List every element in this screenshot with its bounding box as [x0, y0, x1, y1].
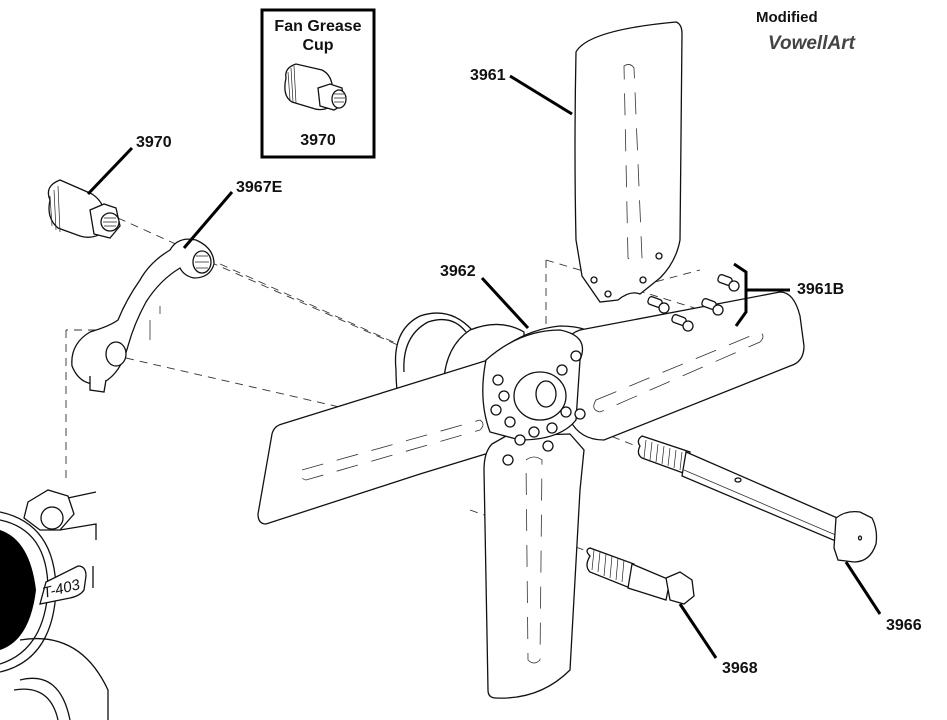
fan-blade-right	[559, 291, 805, 441]
callout-3968: 3968	[722, 660, 758, 677]
callout-3967E: 3967E	[236, 179, 283, 196]
inset-box-grease-cup: Fan Grease Cup 3970	[260, 8, 376, 159]
callout-3970: 3970	[136, 134, 172, 151]
inset-title-line1: Fan Grease	[274, 18, 361, 35]
spindle-bolt-3966	[637, 435, 878, 563]
fan-blade-bottom	[483, 433, 585, 699]
inset-title-line2: Cup	[302, 37, 333, 54]
callout-3961B: 3961B	[797, 281, 844, 298]
grease-cup-3970	[47, 179, 121, 239]
hub-bolt-holes	[490, 350, 586, 466]
fan-blade-left	[257, 359, 509, 525]
callout-3961: 3961	[470, 67, 506, 84]
engine-casting: T-403	[0, 489, 109, 720]
blade-rivet-holes	[590, 252, 663, 298]
credit-modified: Modified	[756, 9, 818, 26]
rivets-3961B	[647, 274, 740, 332]
grease-cup-inset-icon	[284, 63, 347, 111]
callout-3966: 3966	[886, 617, 922, 634]
callout-3962: 3962	[440, 263, 476, 280]
fan-blade-3961	[574, 21, 683, 303]
fan-hub-plate	[482, 329, 586, 466]
hex-cap-screw-3968	[586, 547, 695, 605]
bracket-arm-3967E	[71, 238, 215, 393]
leader-lines	[86, 74, 882, 659]
inset-part-number: 3970	[300, 132, 336, 149]
credit-vowellart: VowellArt	[768, 33, 856, 54]
